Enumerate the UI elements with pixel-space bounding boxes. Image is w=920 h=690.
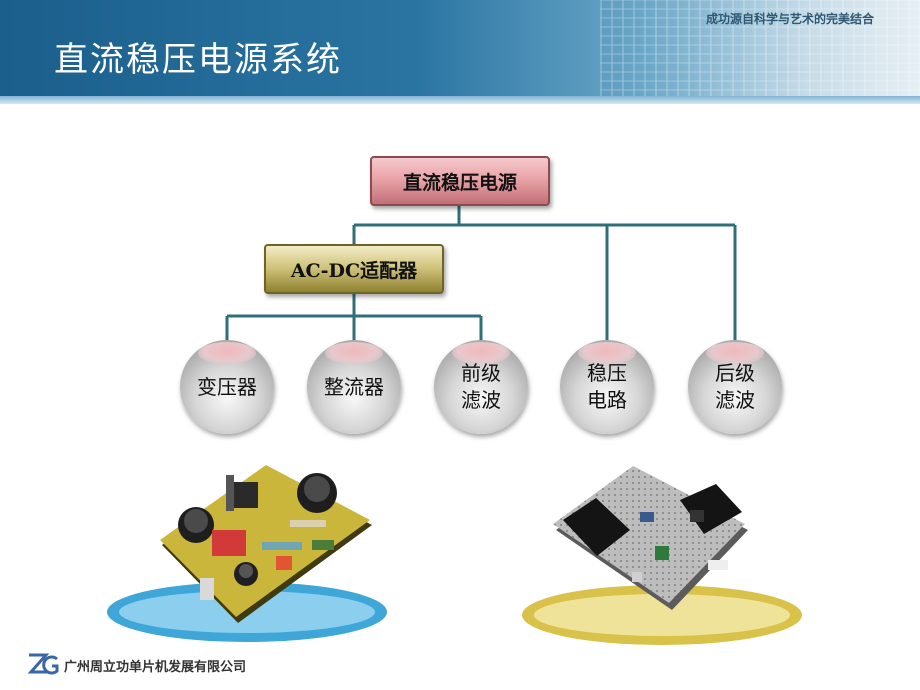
header-divider xyxy=(0,96,920,104)
rectifier-label: 整流器 xyxy=(324,374,384,399)
adapter-node: AC-DC适配器 xyxy=(264,244,444,294)
footer-company: 广州周立功单片机发展有限公司 xyxy=(64,660,247,675)
header-circuit-pattern xyxy=(600,0,920,100)
adapter-board-photo xyxy=(160,465,372,623)
transformer-label: 变压器 xyxy=(197,374,257,399)
regulator-label-line1: 稳压 xyxy=(587,361,627,385)
pre-filter-node: 前级 滤波 xyxy=(434,340,528,434)
post-filter-label-line1: 后级 xyxy=(715,361,755,385)
slide-header: 直流稳压电源系统 成功源自科学与艺术的完美结合 xyxy=(0,0,920,100)
rectifier-node: 整流器 xyxy=(307,340,401,434)
pre-filter-label-line1: 前级 xyxy=(461,361,501,385)
post-filter-node: 后级 滤波 xyxy=(688,340,782,434)
regulator-board-photo xyxy=(553,466,748,610)
regulator-label-line2: 电路 xyxy=(587,388,627,412)
transformer-node: 变压器 xyxy=(180,340,274,434)
header-tagline: 成功源自科学与艺术的完美结合 xyxy=(706,12,875,26)
regulator-node: 稳压 电路 xyxy=(560,340,654,434)
zlg-logo-icon xyxy=(27,653,59,675)
post-filter-label-line2: 滤波 xyxy=(715,388,755,412)
slide-title: 直流稳压电源系统 xyxy=(54,40,342,80)
root-node: 直流稳压电源 xyxy=(370,156,550,206)
pre-filter-label-line2: 滤波 xyxy=(461,388,501,412)
